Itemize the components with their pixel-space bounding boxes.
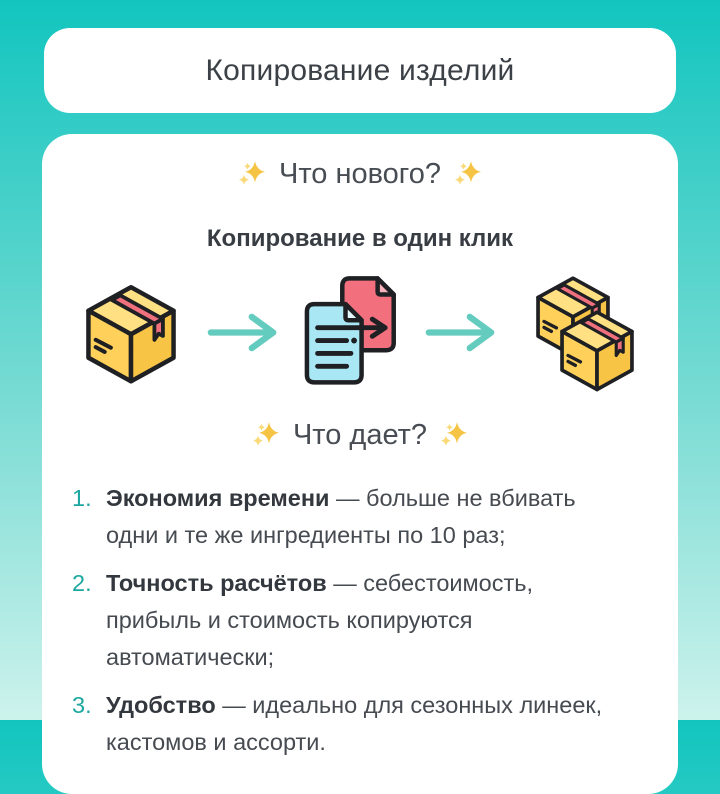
list-item-body: — себестоимость, прибыль и стоимость коп…	[106, 570, 534, 670]
header-card: Копирование изделий	[44, 28, 676, 113]
list-item: 1. Экономия времени — больше не вбивать …	[72, 480, 626, 554]
copy-documents-icon	[293, 272, 413, 392]
whats-new-heading: Что нового?	[42, 156, 678, 192]
arrow-right-icon	[425, 311, 499, 354]
sparkles-icon	[251, 420, 281, 450]
sparkles-icon	[237, 159, 267, 189]
copy-flow-illustration	[42, 265, 678, 399]
sparkles-icon	[439, 420, 469, 450]
page-title: Копирование изделий	[205, 53, 515, 87]
sparkles-icon	[453, 159, 483, 189]
content-card: Что нового? Копирование в один клик	[42, 134, 678, 794]
list-item: 3. Удобство — идеально для сезонных лине…	[72, 687, 626, 761]
list-item-lead: Точность расчётов	[106, 570, 327, 596]
list-item-lead: Удобство	[106, 692, 216, 718]
list-item-number: 3.	[72, 692, 92, 718]
benefits-heading: Что дает?	[42, 417, 678, 453]
list-item-lead: Экономия времени	[106, 485, 330, 511]
benefits-title: Что дает?	[292, 418, 428, 451]
list-item-text: Удобство — идеально для сезонных линеек,…	[106, 687, 626, 761]
boxes-icon	[505, 267, 645, 397]
list-item: 2. Точность расчётов — себестоимость, пр…	[72, 565, 626, 676]
whats-new-title: Что нового?	[278, 157, 442, 190]
arrow-right-icon	[207, 311, 281, 354]
list-item-body: — больше не вбивать одни и те же ингреди…	[106, 485, 576, 548]
benefits-list: 1. Экономия времени — больше не вбивать …	[42, 480, 678, 761]
list-item-number: 2.	[72, 570, 92, 596]
list-item-text: Экономия времени — больше не вбивать одн…	[106, 480, 626, 554]
list-item-number: 1.	[72, 485, 92, 511]
list-item-text: Точность расчётов — себестоимость, прибы…	[106, 565, 626, 676]
subtitle: Копирование в один клик	[206, 225, 514, 252]
box-icon	[75, 276, 187, 388]
